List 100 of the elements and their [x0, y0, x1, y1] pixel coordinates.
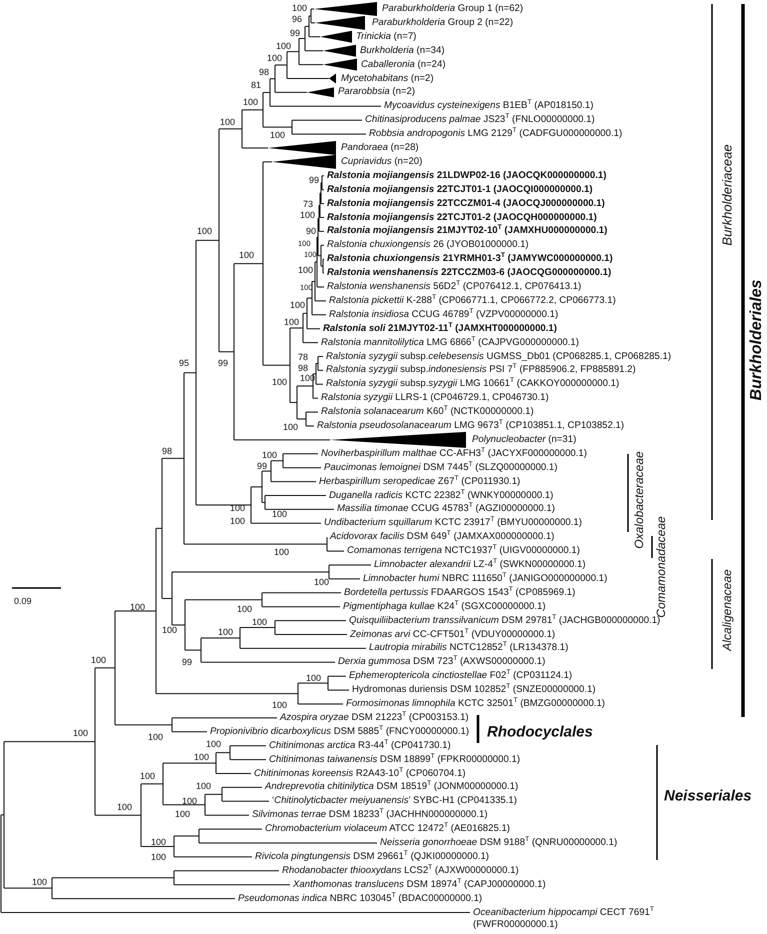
bootstrap-value: 99: [218, 358, 228, 368]
bootstrap-value: 100: [292, 2, 308, 13]
bootstrap-value: 100: [283, 422, 298, 432]
taxon-label: Silvimonas terrae DSM 18233$^{T}$ (JACHHN000000000.1): [252, 809, 488, 822]
taxon-label: Ralstonia syzygii subsp.indonesiensis PSI 7$^{T}$ (FP885906.2, FP885891.2): [326, 364, 636, 376]
taxon-label: Massilia timonae CCUG 45783$^{T}$ (AGZI00000000.1): [337, 503, 555, 516]
bootstrap-value: 100: [274, 547, 290, 558]
taxon-label: Pandoraea (n=28): [341, 142, 419, 154]
bootstrap-value: 100: [182, 796, 198, 806]
bootstrap-value: 95: [179, 358, 190, 368]
taxon-label: Paraburkholderia Group 2 (n=22): [372, 16, 514, 29]
order-name: Neisseriales: [664, 788, 752, 804]
taxon-label: Duganella radicis KCTC 22382$^{T}$ (WNKY00000000.1): [329, 490, 554, 502]
bootstrap-value: 100: [230, 516, 246, 526]
bootstrap-value: 73: [303, 198, 314, 209]
taxon-label: Ralstonia syzygii subsp.syzygii LMG 10661$^{T}$ (CAKKOY000000000.1): [326, 378, 620, 390]
taxon-label: Polynucleobacter (n=31): [472, 434, 576, 446]
bootstrap-value: 100: [300, 210, 316, 220]
bootstrap-value: 78: [298, 352, 308, 362]
taxon-label: Pseudomonas indica NBRC 103045$^{T}$ (BDAC00000000.1): [238, 892, 482, 905]
taxon-label: Acidovorax facilis DSM 649$^{T}$ (JAMXAX000000000.1): [330, 531, 554, 544]
taxon-label: Ralstonia mojiangensis 21MJYT02-10$^{T}$ (JAMXHU000000000.1): [327, 225, 608, 238]
taxon-label: Ralstonia mojiangensis 22TCCZM01-4 (JAOCQJ000000000.1): [327, 198, 605, 210]
taxon-label: Pararobbsia (n=2): [338, 86, 416, 98]
taxon-label: Chitinimonas arctica R3-44$^{T}$ (CP041730.1): [269, 740, 451, 752]
taxon-label: Comamonas terrigena NCTC1937$^{T}$ (UIGV00000000.1): [347, 545, 580, 558]
bootstrap-value: 100: [196, 781, 212, 791]
taxon-label: Ralstonia mojiangensis 22TCJT01-2 (JAOCQH000000000.1): [327, 212, 597, 224]
taxon-label: Ralstonia syzygii LLRS-1 (CP046729.1, CP046730.1): [321, 392, 549, 404]
taxon-label: Zeimonas arvi CC-CFT501$^{T}$ (VDUY00000000.1): [350, 628, 556, 640]
taxon-label: Noviherbaspirillum malthae CC-AFH3$^{T}$ (JACYXF000000000.1): [321, 448, 587, 460]
taxon-label: Chromobacterium violaceum ATCC 12472$^{T}$ (AE016825.1): [265, 823, 510, 836]
taxon-label: Chitinasiproducens palmae JS23$^{T}$ (FNLO00000000.1): [365, 114, 595, 126]
taxon-label: Robbsia andropogonis LMG 2129$^{T}$ (CADFGU000000000.1): [369, 128, 622, 140]
bootstrap-value: 90: [306, 226, 316, 236]
scale-value: 0.09: [14, 596, 32, 606]
taxon-label: ‘Chitinolyticbacter meiyuanensis’ SYBC-H1 (CP041335.1): [272, 795, 517, 808]
bootstrap-value: 81: [251, 80, 262, 90]
bootstrap-value: 100: [194, 752, 210, 762]
bootstrap-value: 100: [239, 250, 254, 260]
bootstrap-value: 99: [309, 174, 320, 185]
bootstrap-value: 100: [272, 376, 288, 387]
bootstrap-value: 99: [290, 28, 300, 38]
bootstrap-value: 100: [218, 626, 234, 637]
family-name: Comamonadaceae: [654, 516, 668, 618]
taxon-label: Ralstonia wenshanensis 56D2$^{T}$ (CP076412.1, CP076413.1): [327, 281, 582, 293]
bootstrap-value: 100: [151, 852, 166, 862]
taxon-label: Ralstonia pickettii K-288$^{T}$ (CP066771.1, CP066772.2, CP066773.1): [329, 294, 616, 307]
bootstrap-value: 98: [298, 363, 308, 374]
bootstrap-value: 100: [220, 116, 236, 127]
taxon-label: Paraburkholderia Group 1 (n=62): [382, 3, 524, 15]
taxon-label: Ralstonia syzygii subsp.celebesensis UGMSS_Db01 (CP068285.1, CP068285.1): [326, 350, 672, 362]
bootstrap-value: 100: [148, 732, 164, 742]
taxon-label: Mycoavidus cysteinexigens B1EB$^{T}$ (AP018150.1): [384, 100, 594, 112]
taxon-label: Ralstonia mojiangensis 21LDWP02-16 (JAOCQK000000000.1): [327, 170, 606, 182]
bootstrap-value: 98: [259, 66, 270, 77]
taxon-label: Paucimonas lemoignei DSM 7445$^{T}$ (SLZQ00000000.1): [324, 462, 558, 474]
bootstrap-value: 96: [292, 14, 302, 24]
taxon-label: Ephemeroptericola cinctiostellae F02$^{T}$ (CP031124.1): [349, 670, 572, 682]
bootstrap-value: 100: [284, 316, 300, 327]
bootstrap-value: 100: [306, 672, 322, 683]
bootstrap-value: 100: [298, 265, 314, 276]
bootstrap-value: 100: [117, 802, 132, 812]
bootstrap-value: 100: [91, 654, 106, 665]
taxon-label: Andreprevotia chitinilytica DSM 18519$^{T}$ (JONM00000000.1): [265, 781, 518, 794]
taxon-label: Rhodanobacter thiooxydans LCS2$^{T}$ (AJXW00000000.1): [282, 864, 519, 877]
taxon-label: Pigmentiphaga kullae K24$^{T}$ (SGXC00000000.1): [343, 600, 546, 613]
bootstrap-value: 100: [175, 808, 190, 819]
taxon-label: Ralstonia mannitolilytica LMG 6866$^{T}$ (CAJPVG000000000.1): [321, 336, 579, 349]
taxon-label: Ralstonia solanacearum K60$^{T}$ (NCTK00000000.1): [321, 406, 534, 418]
taxon-label: Derxia gummosa DSM 723$^{T}$ (AXWS00000000.1): [338, 656, 546, 668]
taxon-label: Xanthomonas translucens DSM 18974$^{T}$ (CAPJ00000000.1): [293, 878, 546, 891]
bootstrap-value: 100: [262, 450, 278, 460]
bootstrap-value: 100: [130, 602, 146, 612]
taxon-label: Ralstonia mojiangensis 22TCJT01-1 (JAOCQI000000000.1): [327, 184, 593, 196]
taxon-label: Propionivibrio dicarboxylicus DSM 5885$^{T}$ (FNCY00000000.1): [210, 726, 470, 738]
taxon-label: Limnobacter humi NBRC 111650$^{T}$ (JANIGO000000000.1): [363, 572, 608, 585]
bootstrap-value: 98: [162, 446, 172, 456]
bootstrap-value: 100: [290, 300, 306, 310]
taxon-label: Ralstonia chuxiongensis 21YRMH01-3$^{T}$ (JAMYWC000000000.1): [327, 253, 613, 266]
order-name: Burkholderiales: [748, 280, 766, 400]
family-name: Alcaligenaceae: [720, 569, 734, 651]
order-name: Rhodocyclales: [487, 724, 593, 740]
taxon-label: Cupriavidus (n=20): [341, 156, 422, 168]
taxon-label: Caballeronia (n=24): [361, 58, 446, 71]
bootstrap-value: 100: [252, 616, 268, 627]
bootstrap-value: 99: [257, 461, 268, 472]
taxon-label: Rivicola pingtungensis DSM 29661$^{T}$ (QJKI00000000.1): [255, 850, 489, 863]
taxon-label: Chitinimonas koreensis R2A43-10$^{T}$ (CP060704.1): [254, 768, 466, 780]
bootstrap-value: 100: [272, 508, 288, 519]
bootstrap-value: 100: [140, 771, 156, 782]
taxon-label: Ralstonia pseudosolanacearum LMG 9673$^{T}$ (CP103851.1, CP103852.1): [317, 420, 624, 432]
taxon-label: Ralstonia soli 21MJYT02-11$^{T}$ (JAMXHT000000000.1): [323, 322, 557, 335]
bootstrap-value: 100: [272, 700, 288, 710]
taxon-label: Limnobacter alexandrii LZ-4$^{T}$ (SWKN00000000.1): [374, 559, 586, 571]
taxon-label: Undibacterium squillarum KCTC 23917$^{T}$ (BMYU00000000.1): [324, 517, 582, 530]
bootstrap-value: 100: [197, 226, 212, 236]
taxon-label: Formosimonas limnophila KCTC 32501$^{T}$ (BMZG00000000.1): [346, 698, 606, 710]
bootstrap-value: 100: [237, 604, 252, 614]
bootstrap-value: 100: [243, 97, 258, 108]
